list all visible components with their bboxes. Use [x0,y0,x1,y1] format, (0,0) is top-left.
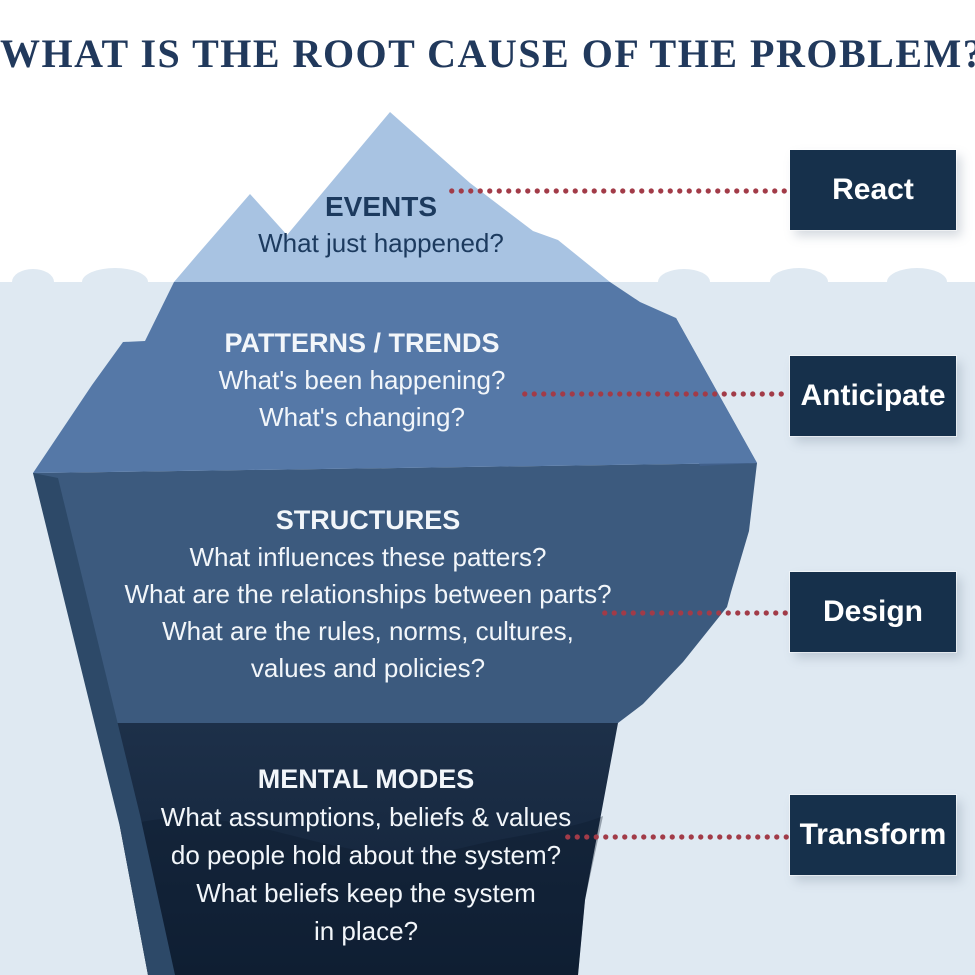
structures-line-3: What are the rules, norms, cultures, [162,616,574,646]
patterns-line-2: What's changing? [259,402,465,432]
page-title: WHAT IS THE ROOT CAUSE OF THE PROBLEM? [0,31,975,76]
mental-line-1: What assumptions, beliefs & values [160,802,572,832]
transform-connector-line [563,834,790,840]
structures-heading: STRUCTURES [275,505,461,535]
mental-line-3: What beliefs keep the system [196,878,536,908]
mental-line-2: do people hold about the system? [170,840,562,870]
action-box-transform: Transform [790,795,956,875]
structures-layer-text: STRUCTURES What influences these patters… [63,502,673,687]
react-connector-line [447,188,788,194]
events-line-1: What just happened? [258,228,504,258]
events-heading: EVENTS [324,191,438,222]
action-box-react: React [790,150,956,230]
patterns-heading: PATTERNS / TRENDS [224,328,500,358]
iceberg-left-facet [33,473,175,975]
patterns-layer-shape [33,282,757,473]
iceberg-tip-shape [174,112,610,282]
water-surface-waves [12,268,947,296]
anticipate-connector-line [520,391,788,397]
patterns-layer-text: PATTERNS / TRENDS What's been happening?… [112,325,612,436]
mental-line-4: in place? [313,916,419,946]
mental-heading: MENTAL MODES [257,764,475,794]
action-box-design: Design [790,572,956,652]
structures-layer-shape [33,463,757,723]
patterns-line-1: What's been happening? [218,365,506,395]
structures-line-2: What are the relationships between parts… [124,579,612,609]
design-connector-line [600,610,790,616]
mental-layer-shade [120,816,603,975]
action-box-anticipate: Anticipate [790,356,956,436]
mental-layer-text: MENTAL MODES What assumptions, beliefs &… [91,760,641,950]
mental-layer-shape [103,723,618,975]
structures-line-1: What influences these patters? [189,542,547,572]
structures-line-4: values and policies? [250,653,486,683]
events-layer-text: EVENTS What just happened? [181,188,581,262]
